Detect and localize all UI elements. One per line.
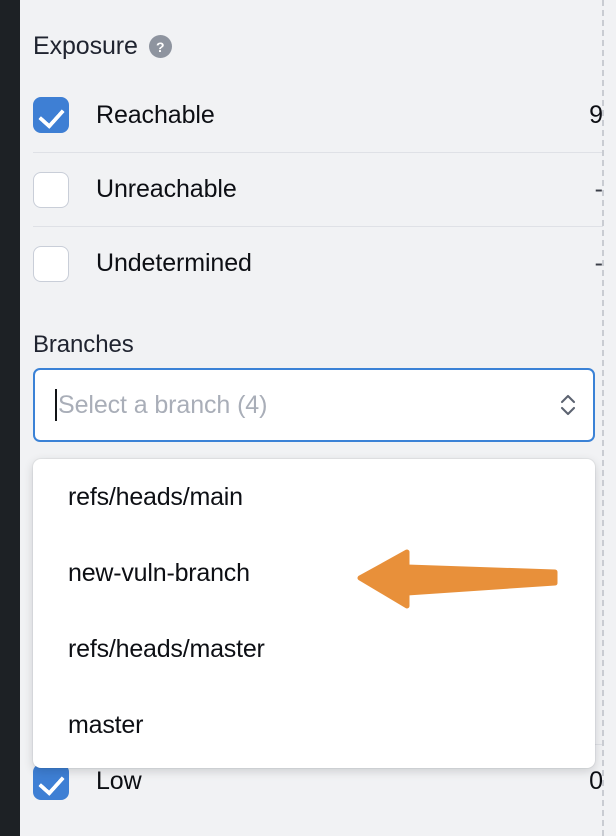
filters-panel: Exposure ? Reachable 9 Unreachable - Und… — [20, 0, 616, 836]
exposure-facet-list: Reachable 9 Unreachable - Undetermined - — [33, 78, 603, 300]
facet-label-unreachable: Unreachable — [96, 175, 237, 203]
facet-value-low: 0 — [589, 767, 603, 795]
page-title: Exposure — [33, 32, 138, 60]
facet-row-undetermined[interactable]: Undetermined - — [33, 226, 603, 300]
question-mark-icon[interactable]: ? — [148, 35, 172, 58]
dropdown-option-refs-heads-master[interactable]: refs/heads/master — [68, 634, 265, 663]
facet-value-unreachable: - — [594, 175, 603, 203]
branches-label: Branches — [33, 331, 134, 358]
text-caret — [55, 389, 57, 421]
left-window-gutter — [0, 0, 20, 836]
checkbox-undetermined[interactable] — [33, 245, 69, 282]
dropdown-option-master[interactable]: master — [68, 710, 144, 739]
facet-value-undetermined: - — [594, 249, 603, 277]
dropdown-option-new-vuln-branch[interactable]: new-vuln-branch — [68, 558, 250, 587]
facet-row-unreachable[interactable]: Unreachable - — [33, 152, 603, 226]
facet-row-reachable[interactable]: Reachable 9 — [33, 78, 603, 152]
exposure-section-heading: Exposure ? — [33, 32, 172, 61]
checkbox-unreachable[interactable] — [33, 171, 69, 208]
facet-label-undetermined: Undetermined — [96, 249, 252, 277]
chevron-up-down-icon[interactable] — [557, 388, 579, 422]
dropdown-option-refs-heads-main[interactable]: refs/heads/main — [68, 482, 243, 511]
checkbox-reachable[interactable] — [33, 97, 69, 133]
branch-select-placeholder: Select a branch (4) — [58, 390, 268, 419]
facet-label-low: Low — [96, 767, 142, 795]
branch-dropdown-menu[interactable]: refs/heads/main new-vuln-branch refs/hea… — [33, 459, 595, 768]
checkbox-low[interactable] — [33, 763, 69, 800]
branch-select-input[interactable]: Select a branch (4) — [33, 368, 595, 442]
branches-section-heading: Branches — [33, 331, 134, 359]
facet-label-reachable: Reachable — [96, 100, 215, 129]
facet-value-reachable: 9 — [589, 100, 603, 129]
right-boundary-rule — [602, 0, 604, 836]
